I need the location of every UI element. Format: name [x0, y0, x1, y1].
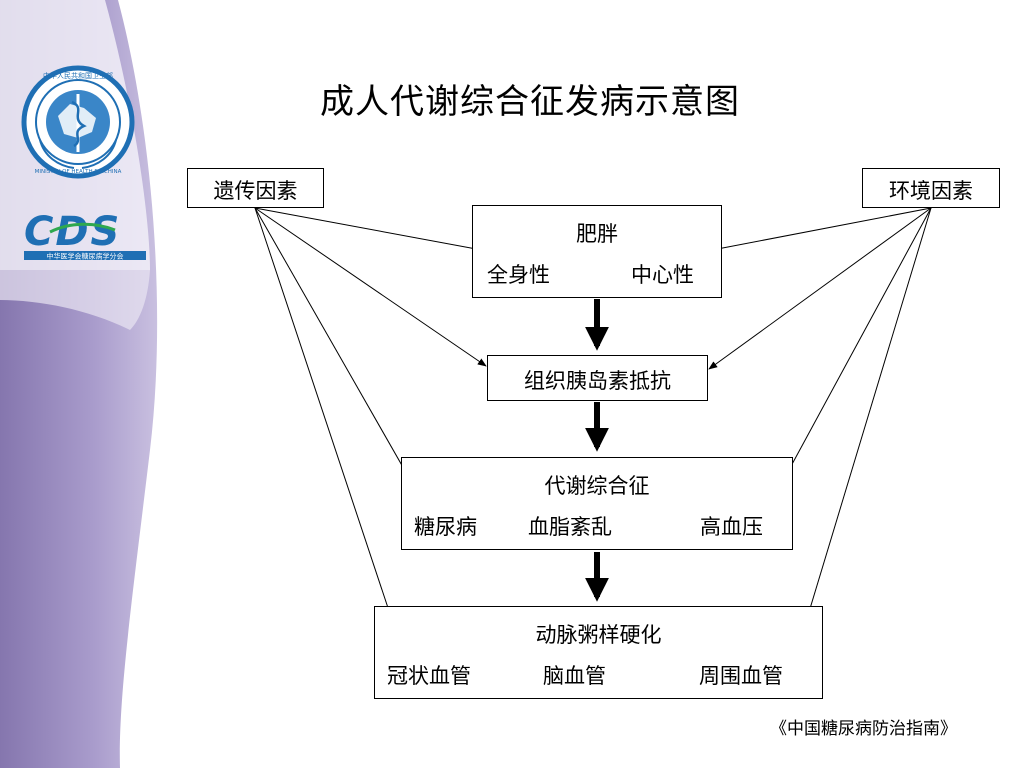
arrow-genetic-to-obesity — [254, 207, 488, 254]
cds-subtitle: 中华医学会糖尿病学分会 — [47, 252, 124, 261]
cds-swoosh — [49, 222, 116, 234]
node-genetic-factors: 遗传因素 — [187, 168, 324, 208]
node-insulin-resistance: 组织胰岛素抵抗 — [487, 355, 708, 401]
node-environment-label: 环境因素 — [889, 179, 973, 203]
arrow-env-to-peripheral — [794, 207, 932, 656]
node-obesity: 肥胖 全身性 中心性 — [472, 205, 722, 298]
arrow-genetic-to-ir — [254, 207, 487, 367]
as-item-cerebrovascular: 脑血管 — [543, 664, 606, 688]
arrow-env-to-ir — [708, 207, 932, 370]
metabolic-syndrome-title: 代谢综合征 — [544, 474, 650, 498]
node-environmental-factors: 环境因素 — [862, 168, 1000, 208]
emblem-ring-text-top: 中华人民共和国卫生部 — [43, 71, 113, 80]
emblem-ring-text-bottom: MINISTRY OF HEALTH P.R.CHINA — [35, 169, 122, 175]
node-atherosclerosis: 动脉粥样硬化 冠状血管 脑血管 周围血管 — [374, 606, 823, 699]
insulin-resistance-label: 组织胰岛素抵抗 — [524, 369, 671, 393]
logo-panel-curve — [0, 270, 150, 330]
arrow-env-to-hypertension — [770, 207, 932, 504]
arrow-genetic-to-coronary — [254, 207, 404, 654]
arrow-env-to-obesity — [706, 207, 932, 254]
obesity-central: 中心性 — [631, 263, 694, 287]
arrow-genetic-to-diabetes — [254, 207, 425, 505]
cds-subtitle-bar — [24, 251, 146, 260]
obesity-title: 肥胖 — [576, 222, 618, 246]
source-citation: 《中国糖尿病防治指南》 — [770, 719, 957, 739]
obesity-general: 全身性 — [487, 263, 550, 287]
cds-logo: CDS 中华医学会糖尿病学分会 — [24, 209, 146, 261]
page-title: 成人代谢综合征发病示意图 — [320, 82, 740, 122]
as-item-coronary: 冠状血管 — [387, 664, 471, 688]
ministry-emblem: 中华人民共和国卫生部 MINISTRY OF HEALTH P.R.CHINA — [21, 65, 135, 179]
node-genetic-label: 遗传因素 — [213, 179, 298, 203]
ms-item-dyslipidemia: 血脂紊乱 — [528, 515, 612, 539]
ms-item-hypertension: 高血压 — [700, 515, 763, 539]
cds-letters: CDS — [24, 209, 121, 255]
as-item-peripheral: 周围血管 — [699, 664, 783, 688]
atherosclerosis-title: 动脉粥样硬化 — [535, 623, 662, 647]
node-metabolic-syndrome: 代谢综合征 糖尿病 血脂紊乱 高血压 — [401, 457, 793, 550]
ms-item-diabetes: 糖尿病 — [414, 515, 477, 539]
